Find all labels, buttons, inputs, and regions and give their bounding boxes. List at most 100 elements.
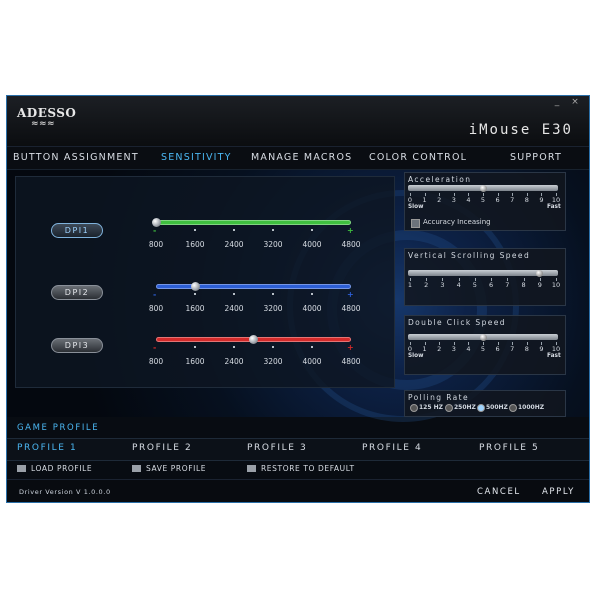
scroll-slider-track[interactable] [408,270,558,276]
apply-button[interactable]: APPLY [542,487,575,497]
double-click-title: Double Click Speed [408,318,506,327]
tick-mark [410,278,411,281]
tick-label: 10 [551,196,561,204]
tick-mark [497,342,499,345]
tab-button-assignment[interactable]: BUTTON ASSIGNMENT [13,152,139,163]
dpi2-slider-knob[interactable] [190,282,200,291]
polling-500-label: 500HZ [486,404,508,411]
tick-label: 4000 [302,357,322,366]
tick-label: 1600 [185,304,205,313]
tick-mark [311,293,313,295]
tick-mark [453,342,455,345]
tick-label: 4800 [341,304,361,313]
tick-mark [556,278,557,281]
tick-mark [194,346,196,348]
minimize-button[interactable]: _ [554,97,560,107]
polling-rate-title: Polling Rate [408,393,469,402]
tab-profile-3[interactable]: PROFILE 3 [247,443,308,453]
tick-label: 4 [456,281,461,289]
tab-sensitivity[interactable]: SENSITIVITY [161,152,232,163]
tick-mark [424,342,426,345]
tick-label: 4800 [341,240,361,249]
main-nav: BUTTON ASSIGNMENT SENSITIVITY MANAGE MAC… [7,147,589,170]
tick-label: 3200 [263,357,283,366]
tab-support[interactable]: SUPPORT [510,152,563,163]
polling-125-label: 125 HZ [419,404,443,411]
tick-label: 3 [440,281,445,289]
tick-mark [453,193,455,196]
tick-label: 4800 [341,357,361,366]
tick-label: 6 [489,281,494,289]
tick-label: 4000 [302,240,322,249]
tick-mark [468,342,470,345]
tick-mark [233,346,235,348]
tab-profile-1[interactable]: PROFILE 1 [17,443,78,453]
tick-mark [523,278,525,281]
tick-label: 10 [551,345,561,353]
tick-label: 3200 [263,240,283,249]
dpi-settings: DPI1 DPI2 DPI3 - +800 1600 2400 3200 4000 4800… [15,176,395,388]
logo-text: ADESSO [17,106,77,120]
tick-label: 2 [437,196,442,204]
game-profile-title: GAME PROFILE [17,423,100,433]
tick-label: 800 [148,357,164,366]
dpi1-slider-track[interactable] [156,220,351,225]
tick-mark [474,278,476,281]
load-profile-button[interactable]: LOAD PROFILE [17,464,92,473]
tab-profile-5[interactable]: PROFILE 5 [479,443,540,453]
cancel-button[interactable]: CANCEL [477,487,521,497]
tab-profile-4[interactable]: PROFILE 4 [362,443,423,453]
slow-label: Slow [408,204,424,210]
tick-label: 3 [451,345,456,353]
polling-125-radio[interactable] [410,404,418,412]
tick-mark [468,193,470,196]
tick-mark [194,229,196,231]
tick-mark [556,342,557,345]
tick-label: 2400 [224,304,244,313]
tick-label: 7 [510,345,515,353]
tab-color-control[interactable]: COLOR CONTROL [369,152,468,163]
slider-max-mark: + [347,226,354,235]
tab-profile-2[interactable]: PROFILE 2 [132,443,193,453]
restore-default-label: RESTORE TO DEFAULT [261,464,355,473]
slider-min-mark: - [153,226,157,235]
restore-default-button[interactable]: RESTORE TO DEFAULT [247,464,355,473]
polling-1000-radio[interactable] [509,404,517,412]
folder-icon [17,465,26,472]
tick-mark [410,193,411,196]
restore-icon [247,465,256,472]
polling-250-radio[interactable] [445,404,453,412]
scroll-slider-knob[interactable] [536,269,544,277]
tick-label: 4 [466,345,471,353]
tick-label: 1 [422,196,427,204]
accuracy-checkbox-label: Accuracy Inceasing [423,218,491,226]
tick-label: 1 [407,281,413,289]
tick-label: 1600 [185,240,205,249]
save-profile-label: SAVE PROFILE [146,464,207,473]
acceleration-slider-knob[interactable] [479,184,487,192]
tab-manage-macros[interactable]: MANAGE MACROS [251,152,353,163]
tick-label: 7 [510,196,515,204]
dpi1-slider-knob[interactable] [151,218,161,227]
dpi3-slider-knob[interactable] [249,335,258,344]
close-button[interactable]: × [571,97,579,107]
polling-500-radio[interactable] [477,404,485,412]
tick-label: 0 [407,345,413,353]
tick-mark [458,278,460,281]
tick-label: 2400 [224,357,244,366]
dpi2-slider-track[interactable] [156,284,351,289]
dpi2-button[interactable]: DPI2 [51,285,103,300]
tick-mark [491,278,493,281]
accuracy-checkbox[interactable] [411,219,420,228]
fast-label: Fast [547,353,561,359]
save-profile-button[interactable]: SAVE PROFILE [132,464,206,473]
double_click-slider-knob[interactable] [479,333,487,341]
tick-label: 800 [148,240,164,249]
footer-bar: Driver Version V 1.0.0.0 CANCEL APPLY [7,479,589,502]
dpi1-button[interactable]: DPI1 [51,223,103,238]
dpi3-button[interactable]: DPI3 [51,338,103,353]
tick-label: 0 [407,196,413,204]
tick-mark [526,342,528,345]
